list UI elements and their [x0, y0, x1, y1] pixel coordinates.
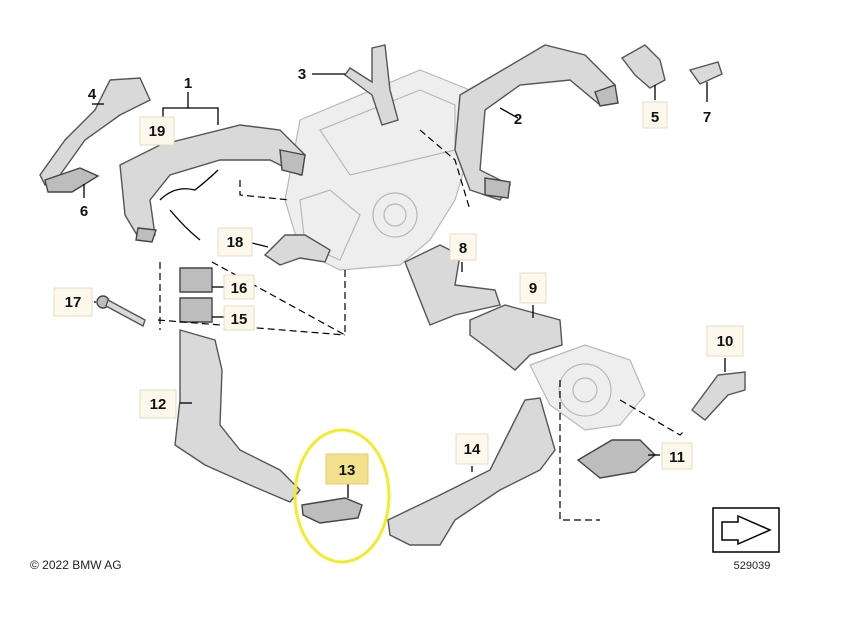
svg-text:16: 16	[231, 280, 248, 297]
part-6-bracket	[44, 167, 100, 193]
svg-text:9: 9	[529, 280, 537, 297]
svg-text:12: 12	[150, 396, 167, 413]
svg-text:8: 8	[459, 240, 467, 257]
part-14-duct	[387, 397, 556, 546]
callout-11[interactable]: 11	[661, 442, 693, 470]
callout-6[interactable]: 6	[80, 203, 88, 220]
callout-3[interactable]: 3	[298, 66, 306, 83]
callout-9[interactable]: 9	[519, 272, 547, 304]
part-16-connector	[179, 267, 213, 293]
svg-text:4: 4	[88, 86, 97, 103]
callout-7[interactable]: 7	[703, 109, 711, 126]
callout-14[interactable]: 14	[455, 433, 489, 465]
part-15-connector	[179, 297, 213, 323]
part-1-duct	[119, 124, 306, 243]
svg-text:18: 18	[227, 234, 244, 251]
svg-text:7: 7	[703, 109, 711, 126]
part-11-bracket	[576, 439, 657, 479]
hvac-housing-ghost	[284, 69, 471, 271]
copyright-text: © 2022 BMW AG	[30, 558, 122, 572]
svg-text:2: 2	[514, 111, 522, 128]
part-10-duct	[691, 371, 746, 421]
callout-4[interactable]: 4	[88, 86, 97, 103]
leader-lines	[83, 73, 726, 498]
direction-arrow-icon	[712, 507, 780, 553]
svg-text:11: 11	[669, 449, 685, 466]
callout-12[interactable]: 12	[139, 389, 177, 419]
callout-17[interactable]: 17	[53, 287, 93, 317]
part-3-duct	[344, 44, 399, 126]
svg-text:14: 14	[464, 441, 481, 458]
part-9-duct	[469, 304, 563, 371]
blower-ghost	[529, 344, 646, 431]
svg-text:15: 15	[231, 311, 248, 328]
svg-text:19: 19	[149, 123, 166, 140]
part-5-duct	[620, 44, 666, 89]
svg-text:10: 10	[717, 333, 734, 350]
part-19-cable	[159, 169, 219, 241]
svg-text:3: 3	[298, 66, 306, 83]
part-7-piece	[688, 61, 723, 85]
doc-number: 529039	[734, 560, 771, 572]
svg-text:17: 17	[65, 294, 82, 311]
callout-18[interactable]: 18	[217, 227, 253, 257]
part-17-bolt	[96, 295, 146, 328]
part-12-duct	[174, 329, 301, 503]
svg-text:13: 13	[339, 462, 356, 479]
callout-8[interactable]: 8	[449, 233, 477, 261]
callout-10[interactable]: 10	[706, 325, 744, 357]
svg-text:5: 5	[651, 109, 659, 126]
highlight-ring	[293, 428, 391, 564]
part-2-duct	[454, 44, 619, 201]
callout-15[interactable]: 15	[223, 305, 255, 331]
callout-13[interactable]: 13	[325, 453, 369, 485]
part-13-outlet	[301, 497, 363, 524]
callout-1[interactable]: 1	[184, 75, 192, 92]
callout-5[interactable]: 5	[642, 101, 668, 129]
svg-text:6: 6	[80, 203, 88, 220]
callout-19[interactable]: 19	[139, 116, 175, 146]
callout-2[interactable]: 2	[514, 111, 522, 128]
part-18-elbow	[263, 234, 331, 266]
assembly-dashed-lines	[157, 129, 686, 521]
callout-16[interactable]: 16	[223, 274, 255, 300]
svg-text:1: 1	[184, 75, 192, 92]
